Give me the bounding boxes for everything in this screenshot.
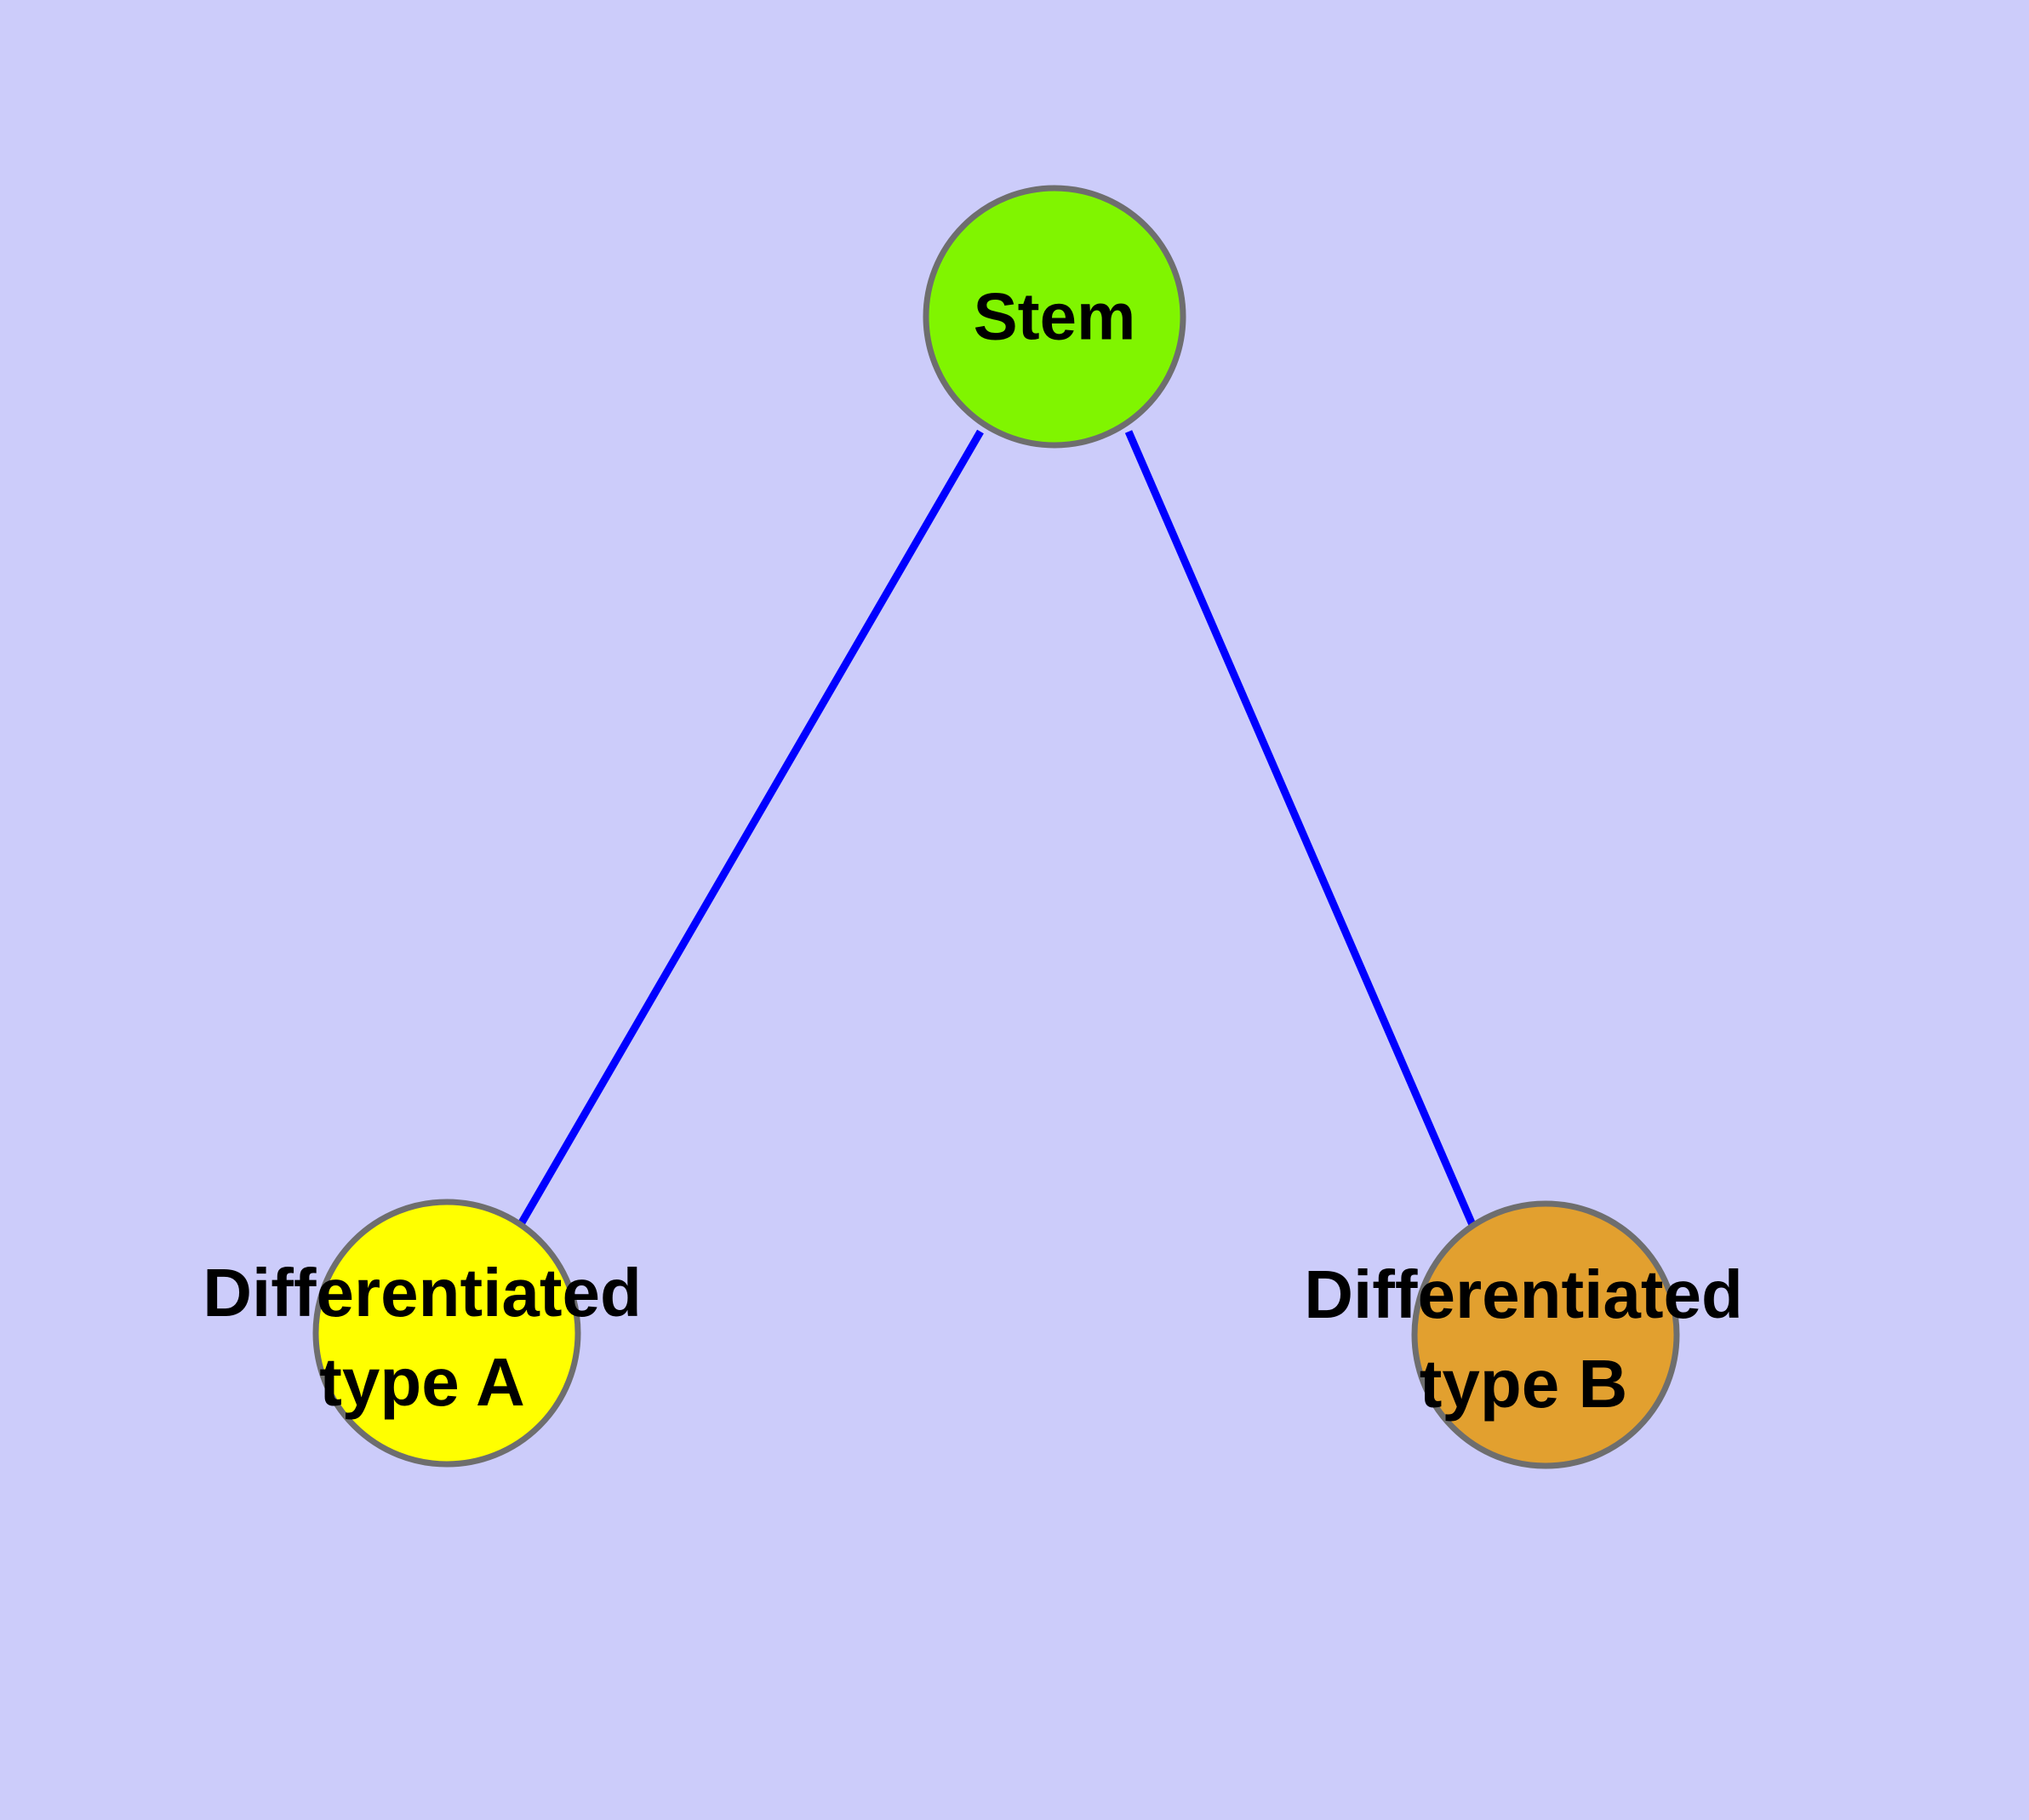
nodes-layer bbox=[312, 185, 1680, 1469]
edge-stem-to-differentiated-type-b[interactable] bbox=[1124, 430, 1477, 1228]
node-label-diff-b-line2: type B bbox=[1420, 1346, 1628, 1422]
node-diff-b[interactable] bbox=[1411, 1200, 1680, 1469]
edges-layer bbox=[517, 429, 1477, 1228]
node-label-differentiated-type-b: Differentiated type B bbox=[1304, 1256, 1743, 1422]
node-label-diff-a-line2: type A bbox=[319, 1344, 525, 1420]
labels-layer: Stem Differentiated type A Differentiate… bbox=[203, 279, 1743, 1422]
node-circle-stem[interactable] bbox=[923, 185, 1186, 449]
node-label-diff-b-line1: Differentiated bbox=[1304, 1256, 1743, 1332]
node-diff-a[interactable] bbox=[312, 1199, 581, 1468]
edge-stem-to-differentiated-type-a[interactable] bbox=[517, 429, 984, 1227]
node-label-stem: Stem bbox=[974, 279, 1136, 354]
node-stem[interactable] bbox=[923, 185, 1186, 449]
node-circle-differentiated-type-a[interactable] bbox=[312, 1199, 581, 1468]
node-label-diff-a-line1: Differentiated bbox=[203, 1255, 642, 1331]
node-label-differentiated-type-a: Differentiated type A bbox=[203, 1255, 642, 1420]
node-circle-differentiated-type-b[interactable] bbox=[1411, 1200, 1680, 1469]
